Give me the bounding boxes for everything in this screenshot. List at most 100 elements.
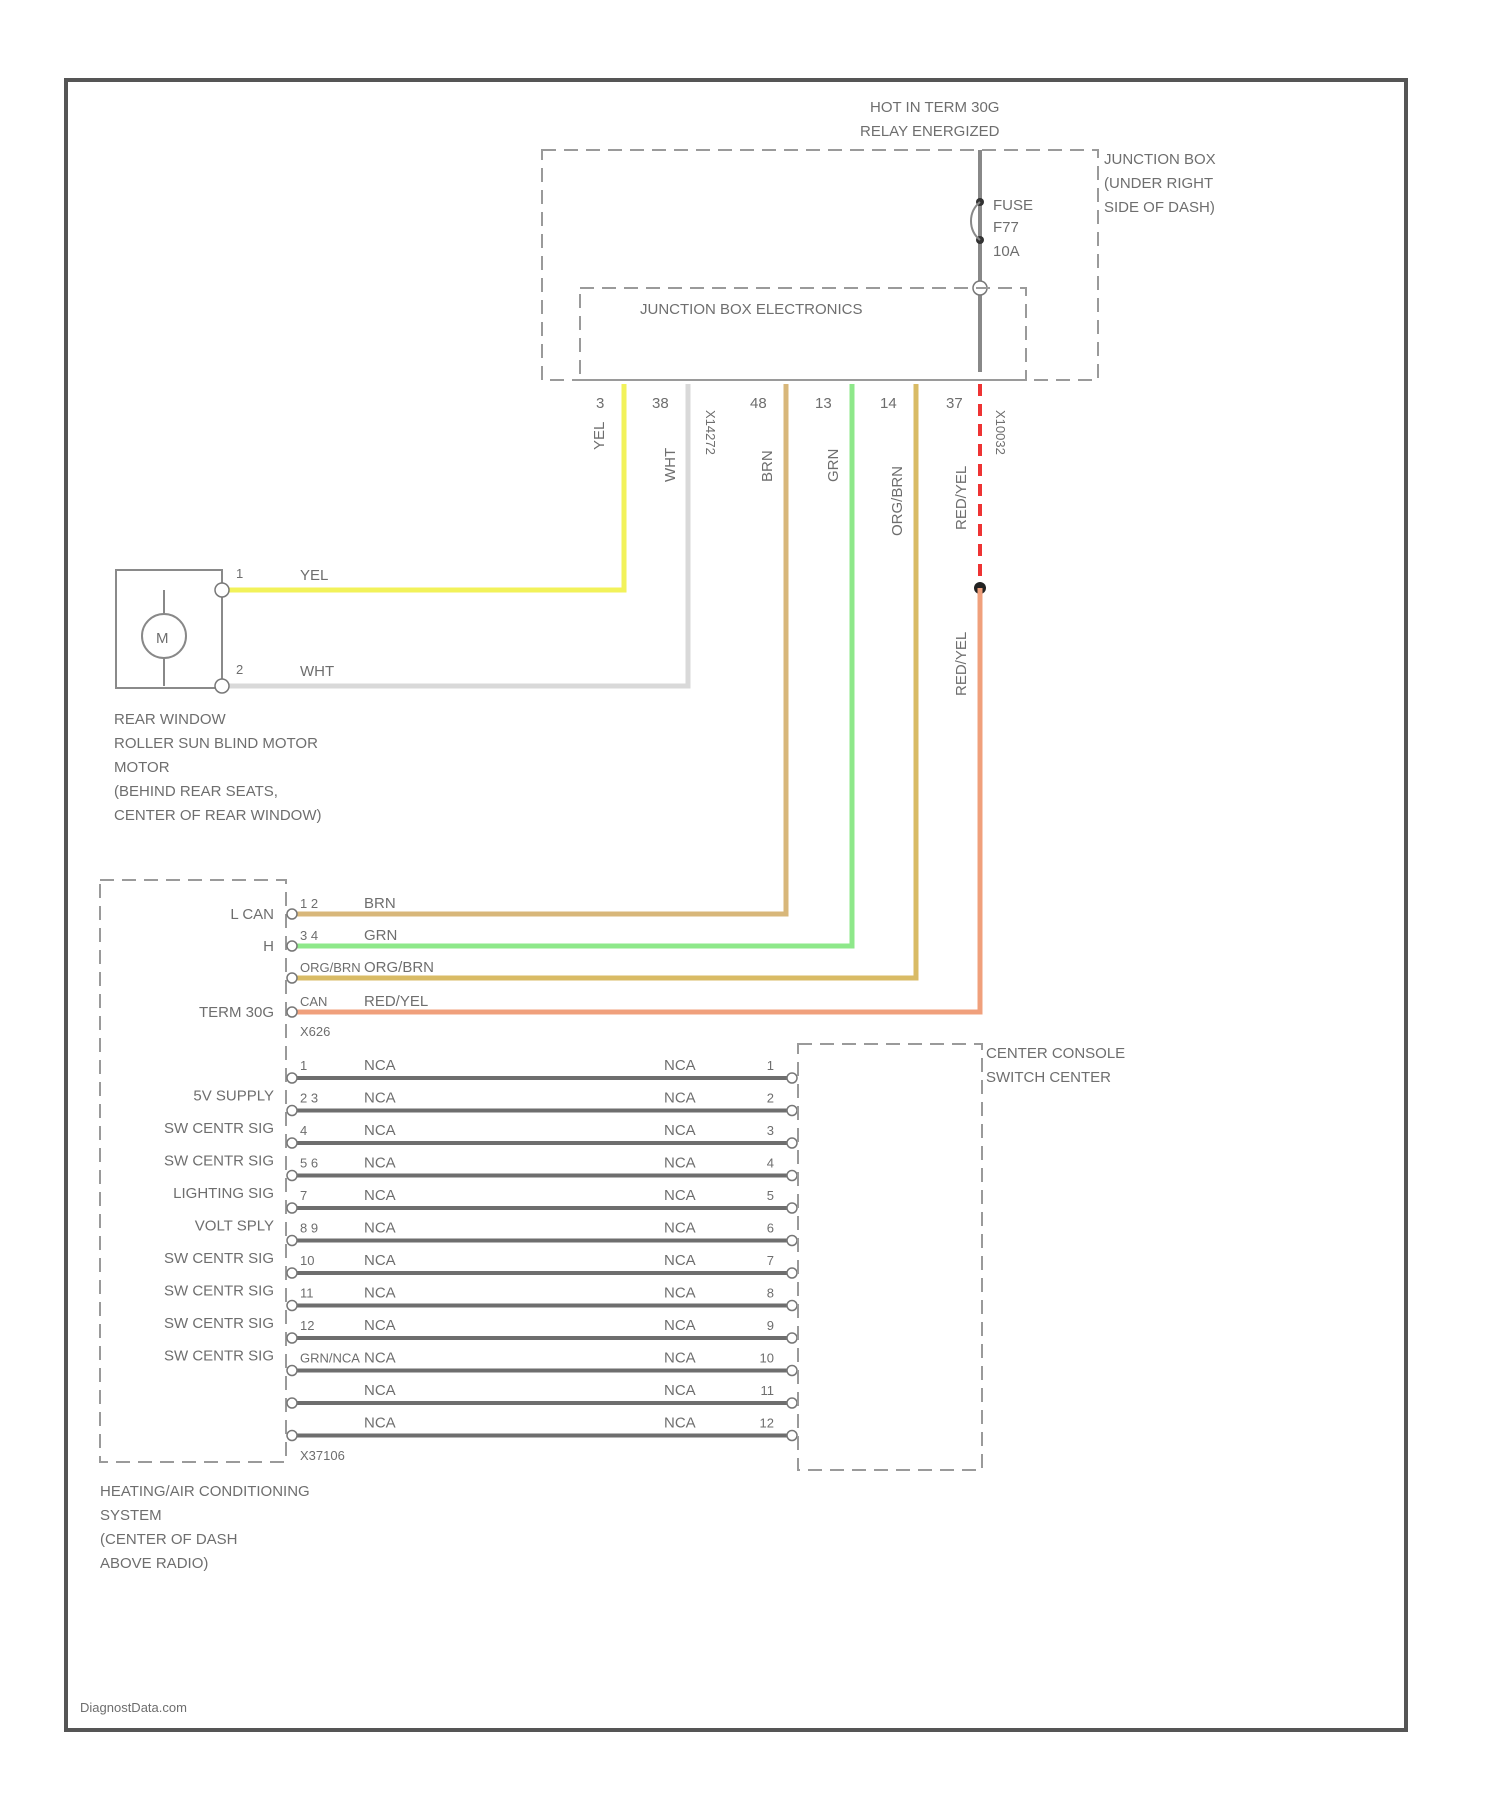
hvac-label-4: ABOVE RADIO) (100, 1555, 208, 1572)
switch-wire-left-label: NCA (364, 1187, 396, 1204)
switch-pin-right (787, 1236, 797, 1246)
switch-pin-right (787, 1366, 797, 1376)
center-console-outline (798, 1044, 982, 1470)
hvac-can-wire: ORG/BRN (364, 959, 434, 976)
switch-pin-right (787, 1073, 797, 1083)
jb-pin-13: 13 (815, 395, 832, 412)
switch-pin-right-label: 2 (767, 1091, 774, 1106)
switch-pin-right-label: 11 (761, 1383, 775, 1398)
switch-wire-right-label: NCA (664, 1122, 696, 1139)
hot-label: HOT IN TERM 30G RELAY ENERGIZED (860, 99, 1000, 140)
hvac-can-signal: H (263, 938, 274, 955)
wire-wht (226, 384, 688, 686)
switch-pin-label: 12 (300, 1318, 314, 1333)
fuse-label-3: 10A (993, 243, 1020, 260)
hvac-can-wire: RED/YEL (364, 993, 428, 1010)
switch-wire-right-label: NCA (664, 1382, 696, 1399)
switch-pin-label: 8 9 (300, 1221, 318, 1236)
switch-pin-right-label: 1 (767, 1058, 774, 1073)
hlabel-wht: WHT (300, 663, 334, 680)
switch-pin-left (287, 1106, 297, 1116)
switch-pin-right-label: 7 (767, 1253, 774, 1268)
hvac-can-wire: GRN (364, 927, 397, 944)
center-console-label: CENTER CONSOLE SWITCH CENTER (986, 1045, 1125, 1086)
switch-pin-right (787, 1301, 797, 1311)
junction-box-label-3: SIDE OF DASH) (1104, 199, 1215, 216)
switch-wire-right-label: NCA (664, 1187, 696, 1204)
switch-pin-right-label: 6 (767, 1221, 774, 1236)
wire-yel (226, 384, 624, 590)
switch-signal-label: SW CENTR SIG (164, 1250, 274, 1267)
hvac-label-1: HEATING/AIR CONDITIONING (100, 1483, 310, 1500)
junction-box-label-1: JUNCTION BOX (1104, 151, 1216, 168)
motor-pin-1 (215, 583, 229, 597)
vlabel-grn: GRN (825, 449, 842, 482)
switch-wire-left-label: NCA (364, 1350, 396, 1367)
switch-wire-right-label: NCA (664, 1317, 696, 1334)
vlabel-wht: WHT (662, 448, 679, 482)
switch-signal-label: 5V SUPPLY (193, 1088, 274, 1105)
jb-pin-38: 38 (652, 395, 669, 412)
hvac-label-3: (CENTER OF DASH (100, 1531, 238, 1548)
hvac-bottom-connector: X37106 (300, 1448, 345, 1463)
switch-pin-left (287, 1398, 297, 1408)
switch-pin-right (787, 1138, 797, 1148)
switch-pin-right (787, 1398, 797, 1408)
fuse-label-2: F77 (993, 219, 1019, 236)
junction-box-label-2: (UNDER RIGHT (1104, 175, 1213, 192)
hvac-can-pin (287, 941, 297, 951)
switch-wire-right-label: NCA (664, 1285, 696, 1302)
junction-box-outline (542, 150, 1098, 380)
switch-signal-label: VOLT SPLY (195, 1218, 274, 1235)
hvac-can-signal: TERM 30G (199, 1004, 274, 1021)
sunblind-motor-box (116, 570, 222, 688)
switch-pin-left (287, 1138, 297, 1148)
switch-pin-label: 11 (300, 1286, 314, 1301)
hvac-harness-id: X626 (300, 1024, 330, 1039)
switch-wire-left-label: NCA (364, 1090, 396, 1107)
switch-pin-right (787, 1203, 797, 1213)
switch-wire-left-label: NCA (364, 1415, 396, 1432)
switch-pin-right-label: 5 (767, 1188, 774, 1203)
switch-pin-left (287, 1073, 297, 1083)
hvac-label: HEATING/AIR CONDITIONING SYSTEM (CENTER … (100, 1483, 310, 1572)
switch-signal-label: SW CENTR SIG (164, 1348, 274, 1365)
fuse-label: FUSE F77 10A (993, 197, 1033, 260)
switch-wire-right-label: NCA (664, 1220, 696, 1237)
vlabel-brn: BRN (759, 450, 776, 482)
hvac-can-pins: 1 2 (300, 896, 318, 911)
jb-pin-37: 37 (946, 395, 963, 412)
hvac-can-pins: ORG/BRN (300, 960, 361, 975)
switch-pin-right-label: 10 (760, 1351, 774, 1366)
hlabel-yel: YEL (300, 567, 328, 584)
vlabel-red-yel-top: RED/YEL (953, 466, 970, 530)
switch-wire-left-label: NCA (364, 1285, 396, 1302)
console-label-1: CENTER CONSOLE (986, 1045, 1125, 1062)
switch-wire-left-label: NCA (364, 1220, 396, 1237)
vlabel-org-brn: ORG/BRN (889, 466, 906, 536)
switch-pin-left (287, 1431, 297, 1441)
switch-wire-left-label: NCA (364, 1382, 396, 1399)
switch-pin-right-label: 8 (767, 1286, 774, 1301)
sunblind-label-3: MOTOR (114, 759, 170, 776)
switch-pin-right-label: 3 (767, 1123, 774, 1138)
switch-signal-label: LIGHTING SIG (173, 1185, 274, 1202)
hot-label-line-2: RELAY ENERGIZED (860, 123, 1000, 140)
switch-pin-right (787, 1106, 797, 1116)
switch-pin-right-label: 12 (760, 1416, 774, 1431)
jb-pin-14: 14 (880, 395, 897, 412)
fuse-label-1: FUSE (993, 197, 1033, 214)
switch-pin-right (787, 1171, 797, 1181)
jb-pin-3: 3 (596, 395, 604, 412)
switch-pin-left (287, 1333, 297, 1343)
switch-pin-left (287, 1171, 297, 1181)
motor-pin-2 (215, 679, 229, 693)
switch-pin-right (787, 1431, 797, 1441)
switch-wire-left-label: NCA (364, 1155, 396, 1172)
junction-connector-pins: 3 38 48 13 14 37 X14272 X10032 (596, 395, 1008, 455)
switch-pin-label: 2 3 (300, 1091, 318, 1106)
switch-wire-right-label: NCA (664, 1057, 696, 1074)
motor-pin-1-label: 1 (236, 566, 243, 581)
junction-box-electronics-label: JUNCTION BOX ELECTRONICS (640, 301, 863, 318)
